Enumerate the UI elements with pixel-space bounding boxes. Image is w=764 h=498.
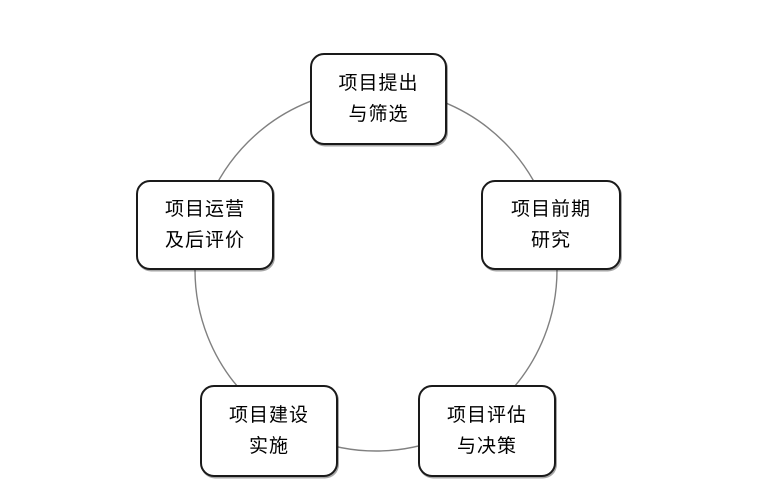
node-preliminary-line-1: 项目前期: [510, 197, 591, 220]
node-operation-post-evaluation[interactable]: 项目运营 及后评价: [136, 180, 274, 270]
node-construction-implementation[interactable]: 项目建设 实施: [200, 385, 338, 477]
node-operation-line-2: 及后评价: [164, 229, 245, 251]
node-operation-line-1: 项目运营: [164, 197, 245, 220]
node-appraisal-line-1: 项目评估: [446, 403, 527, 426]
node-appraisal-line-2: 与决策: [456, 435, 517, 457]
node-proposal-line-2: 与筛选: [348, 103, 409, 125]
node-appraisal-decision[interactable]: 项目评估 与决策: [418, 385, 556, 477]
node-project-proposal[interactable]: 项目提出 与筛选: [310, 53, 447, 145]
node-construction-line-1: 项目建设: [228, 403, 309, 426]
node-proposal-line-1: 项目提出: [338, 71, 419, 94]
node-preliminary-research[interactable]: 项目前期 研究: [481, 180, 621, 270]
node-preliminary-line-2: 研究: [530, 229, 571, 251]
node-construction-line-2: 实施: [248, 435, 289, 457]
